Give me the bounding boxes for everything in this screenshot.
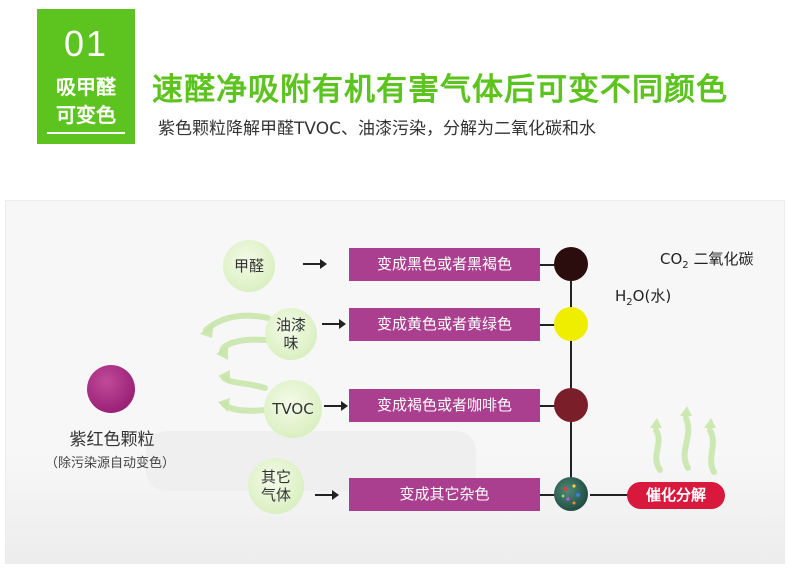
subline: 紫色颗粒降解甲醛TVOC、油漆污染，分解为二氧化碳和水	[158, 119, 596, 139]
dot-black	[554, 247, 588, 281]
particle-label: 紫红色颗粒	[69, 430, 155, 450]
gas-label-line2: 味	[283, 334, 299, 352]
arrow-right-icon	[324, 400, 348, 412]
badge-line-1: 吸甲醛	[56, 75, 116, 99]
gas-label-line2: 气体	[260, 486, 291, 504]
dot-yellow	[554, 307, 588, 341]
section-badge: 01 吸甲醛 可变色	[37, 9, 135, 144]
output-co2: CO2 二氧化碳	[660, 250, 754, 271]
gas-label-line1: 油漆	[275, 316, 306, 334]
badge-line-2: 可变色	[56, 103, 116, 127]
connector-vertical	[570, 262, 572, 496]
arrow-right-icon	[303, 258, 327, 270]
badge-underline	[47, 132, 125, 134]
result-box-yellow: 变成黄色或者黄绿色	[349, 308, 540, 341]
connector-h5	[590, 494, 628, 496]
purple-particle-icon	[87, 365, 135, 413]
gas-label: 甲醛	[233, 257, 264, 275]
connector-h3	[540, 405, 555, 407]
gas-tvoc: TVOC	[264, 380, 322, 438]
connector-h1	[540, 264, 555, 266]
gas-label: TVOC	[272, 400, 314, 418]
speckle-icon	[561, 484, 580, 505]
result-box-brown: 变成褐色或者咖啡色	[349, 389, 540, 422]
output-h2o: H2O(水)	[615, 287, 672, 308]
connector-h2	[540, 324, 555, 326]
result-box-black: 变成黑色或者黑褐色	[349, 248, 540, 281]
badge-number: 01	[63, 23, 109, 64]
gas-other: 其它 气体	[248, 458, 304, 514]
arrow-right-icon	[315, 489, 339, 501]
particle-sublabel: （除污染源自动变色）	[44, 456, 175, 471]
gas-label-line1: 其它	[260, 468, 291, 486]
connector-h4	[540, 494, 555, 496]
gas-paint-odor: 油漆 味	[265, 308, 317, 360]
gas-formaldehyde: 甲醛	[223, 240, 275, 292]
headline: 速醛净吸附有机有害气体后可变不同颜色	[152, 72, 728, 108]
catalyst-badge: 催化分解	[627, 482, 725, 509]
dot-mixed	[554, 477, 588, 511]
arrow-right-icon	[322, 318, 346, 330]
result-box-mixed: 变成其它杂色	[349, 478, 540, 511]
dot-brown	[554, 388, 588, 422]
